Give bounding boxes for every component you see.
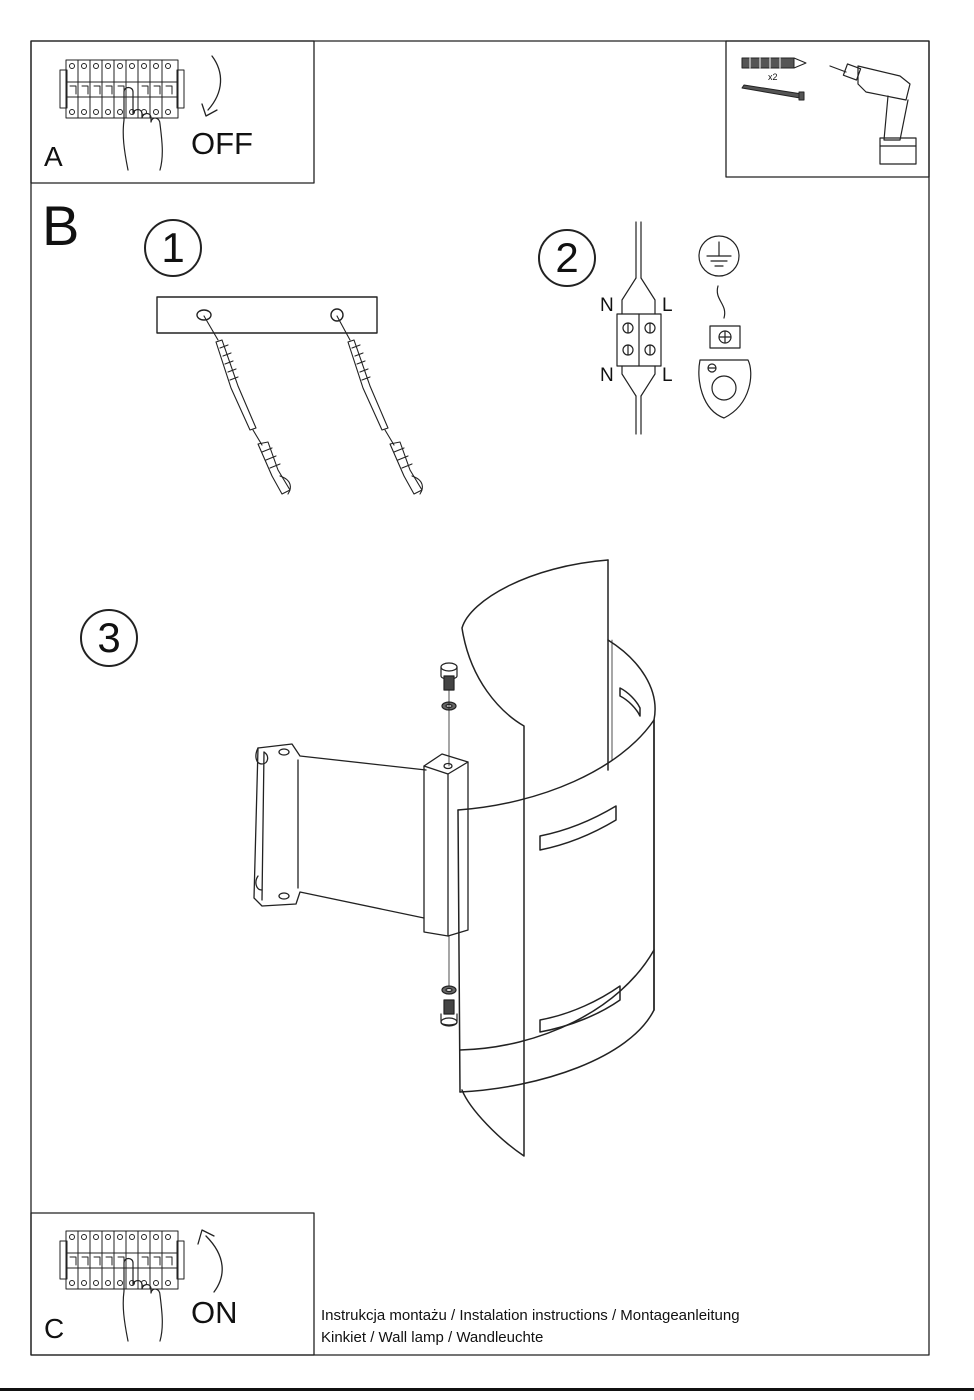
hand-icon — [122, 86, 163, 171]
lamp-shade — [457, 559, 656, 1157]
on-label: ON — [191, 1295, 238, 1330]
step-1-badge: 1 — [144, 219, 202, 277]
outer-frame — [30, 40, 930, 1356]
neutral-bottom-label: N — [600, 365, 614, 386]
screw-icon — [741, 84, 805, 101]
section-b-label: B — [42, 194, 80, 257]
panel-a-box — [30, 40, 315, 184]
terminal-block-icon — [616, 221, 662, 435]
step-3-badge: 3 — [80, 609, 138, 667]
hand-icon-c — [122, 1257, 163, 1342]
off-label: OFF — [191, 126, 253, 161]
step-2-badge: 2 — [538, 229, 596, 287]
panel-c-box — [30, 1212, 315, 1356]
ground-terminal-icon — [698, 285, 752, 419]
center-block — [423, 753, 469, 937]
drill-icon — [829, 63, 917, 165]
quantity-label: x2 — [768, 72, 778, 82]
live-bottom-label: L — [662, 365, 673, 386]
arrow-down-icon — [201, 55, 222, 117]
screw-left-icon — [203, 315, 291, 495]
breaker-box-icon — [59, 59, 185, 119]
bottom-rule — [0, 1388, 974, 1391]
section-c-label: C — [44, 1313, 65, 1344]
bottom-screw-icon — [440, 935, 458, 1027]
arrow-up-icon — [197, 1229, 223, 1293]
breaker-box-icon-c — [59, 1230, 185, 1290]
ground-symbol-icon — [698, 235, 740, 277]
caption-line-2: Kinkiet / Wall lamp / Wandleuchte — [321, 1329, 544, 1346]
mounting-plate — [156, 296, 378, 334]
live-top-label: L — [662, 295, 673, 316]
top-screw-icon — [440, 662, 458, 767]
wall-plugs-icon — [741, 57, 807, 69]
caption-line-1: Instrukcja montażu / Instalation instruc… — [321, 1307, 740, 1324]
screw-right-icon — [336, 315, 423, 495]
neutral-top-label: N — [600, 295, 614, 316]
wall-bracket — [253, 743, 427, 919]
tools-box — [725, 40, 930, 178]
section-a-label: A — [44, 141, 63, 172]
